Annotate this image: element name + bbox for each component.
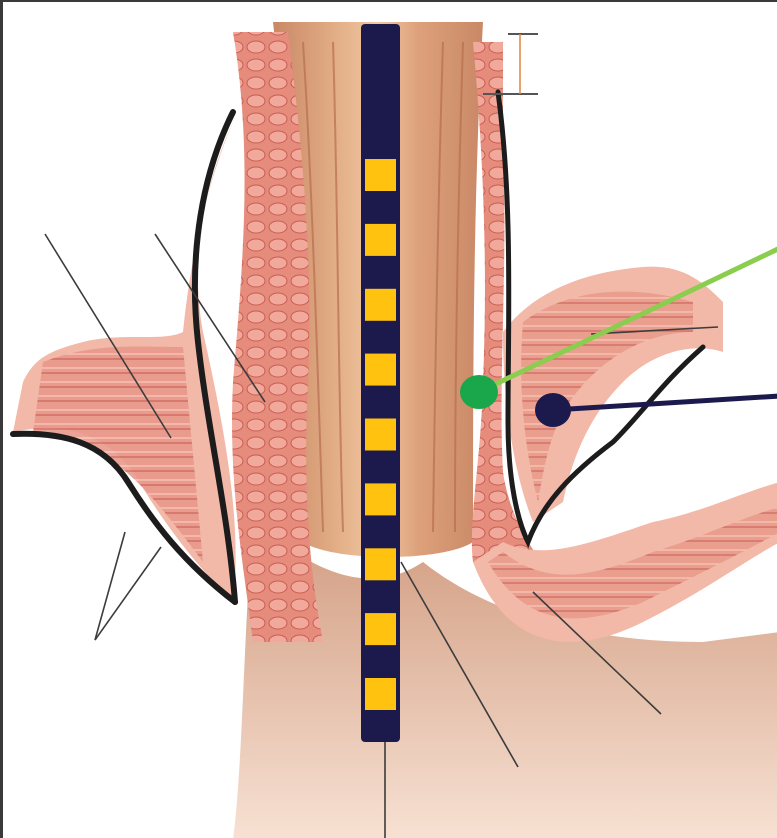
probe-band xyxy=(365,678,396,710)
probe-band xyxy=(365,483,396,515)
anatomy-diagram xyxy=(3,2,777,838)
probe-band xyxy=(365,289,396,321)
probe xyxy=(361,24,400,742)
probe-band xyxy=(365,224,396,256)
probe-band xyxy=(365,613,396,645)
green-marker[interactable] xyxy=(460,375,498,409)
probe-band xyxy=(365,354,396,386)
probe-band xyxy=(365,419,396,451)
navy-marker[interactable] xyxy=(535,393,571,427)
probe-band xyxy=(365,159,396,191)
probe-band xyxy=(365,548,396,580)
